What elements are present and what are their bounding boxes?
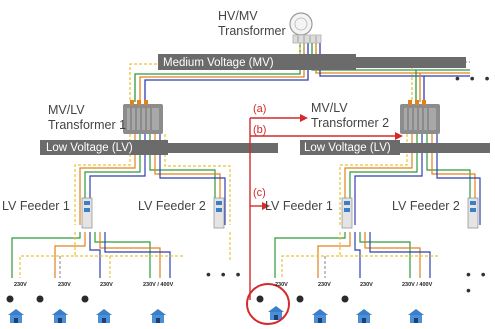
low-voltage-bar-right-bg [300,140,400,155]
medium-voltage-bar [158,54,356,70]
mv-lv-transformer-1-icon [123,100,163,134]
low-voltage-bar-right-ext [400,143,490,153]
arrow-icon [262,114,403,210]
mv-continuation-dots: • • • [455,70,493,86]
hv-mv-label-line1: HV/MV [218,9,258,23]
marker-c: (c) [253,187,266,199]
meter-icon [6,295,349,303]
house-voltage-label-3ph: 230V / 400V [402,282,433,288]
house-voltage-label: 230V [58,282,71,288]
house-voltage-label: 230V [360,282,373,288]
mv-lv-transformer-2-icon [400,100,440,134]
house-voltage-label-3ph: 230V / 400V [143,282,174,288]
house-voltage-label: 230V [14,282,27,288]
lv-feeder-2-left-label: LV Feeder 2 [138,199,206,213]
medium-voltage-label: Medium Voltage (MV) [163,57,274,69]
mv-lv-transformer-1-label-line1: MV/LV [48,103,85,117]
hv-mv-label-line2: Transformer [218,24,286,38]
distribution-cabinet-icon [81,197,479,229]
lv-feeder-1-right-label: LV Feeder 1 [265,199,333,213]
mv-lv-transformer-1-label-line2: Transformer 1 [48,118,127,132]
house-icon [8,306,424,323]
mv-lv-transformer-2-label-line2: Transformer 2 [311,116,390,130]
low-voltage-left-label: Low Voltage (LV) [46,142,133,154]
highlight-circle [246,283,290,325]
marker-b: (b) [253,124,267,136]
medium-voltage-bar-right [356,57,466,68]
lv-right-continuation-dots: • • • [466,266,489,298]
low-voltage-bar-left-bg [40,140,168,155]
low-voltage-right-label: Low Voltage (LV) [304,142,391,154]
house-voltage-label: 230V [275,282,288,288]
lv-feeder-2-right-label: LV Feeder 2 [392,199,460,213]
marker-a: (a) [253,103,267,115]
hv-mv-transformer-icon [289,12,322,44]
house-voltage-label: 230V [100,282,113,288]
mv-lines [129,42,470,102]
house-voltage-label: 230V [318,282,331,288]
low-voltage-bar-left-ext [168,143,278,153]
measurement-arrows [249,117,395,300]
mv-lv-transformer-2-label-line1: MV/LV [311,101,348,115]
lv-left-continuation-dots: • • • [206,266,244,282]
lv-feeder-1-left-label: LV Feeder 1 [2,199,70,213]
